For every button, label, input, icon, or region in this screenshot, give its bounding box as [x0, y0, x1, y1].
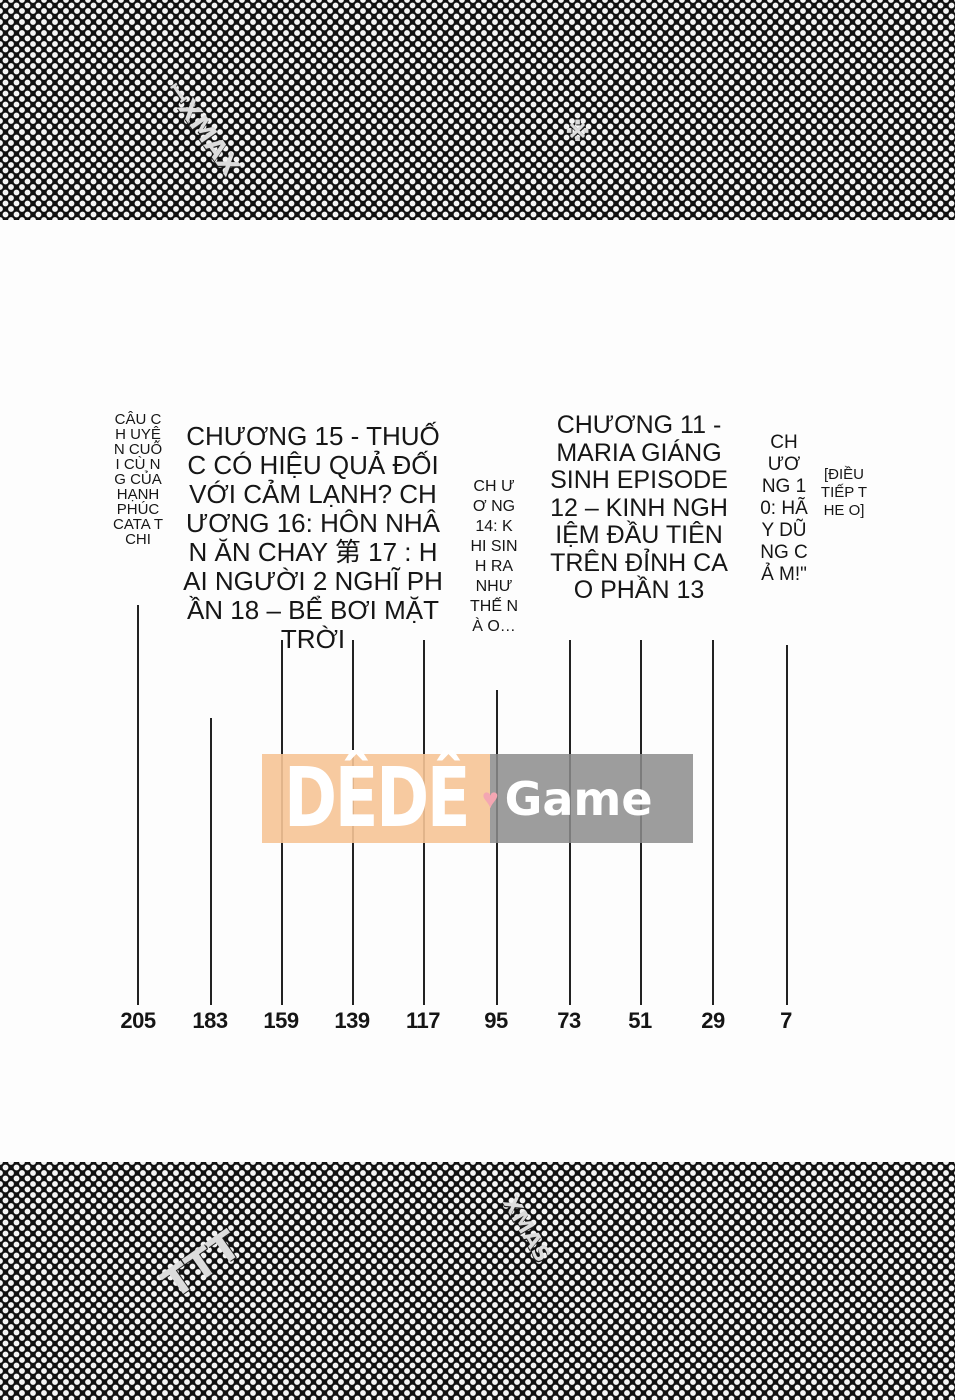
chapter-title-95: CH ƯƠ NG 14: KHI SINH RA NHƯ THẾ NÀ O… — [470, 478, 518, 635]
heart-icon: ♥ — [482, 782, 499, 814]
contents-page — [0, 220, 955, 1162]
header-decoration-1: ꟷXMAX — [158, 76, 246, 182]
dotted-header-band: ꟷXMAX ※ — [0, 0, 955, 220]
page-number-51: 51 — [628, 1008, 652, 1033]
leader-line-29 — [712, 640, 714, 1005]
page-number-159: 159 — [263, 1008, 299, 1033]
footer-decoration-2: XMAS — [497, 1192, 555, 1267]
chapter-title-205: CÂU CH UYỆN CUỐI CÙ NG CỦA HẠNH PHÚC CAT… — [112, 411, 163, 548]
leader-line-7 — [786, 645, 788, 1005]
chapter-title-7: CH ƯƠ NG 10: HÃY DŨ NG CẢ M!" — [760, 432, 808, 585]
leader-line-205 — [137, 605, 139, 1005]
page-number-95: 95 — [484, 1008, 508, 1033]
dotted-footer-band: TTT XMAS — [0, 1162, 955, 1400]
header-decoration-2: ※ — [565, 118, 591, 148]
page-number-73: 73 — [557, 1008, 581, 1033]
page-number-205: 205 — [120, 1008, 156, 1033]
page-number-139: 139 — [334, 1008, 370, 1033]
chapter-title-159: CHƯƠNG 15 - THUỐC CÓ HIỆU QUẢ ĐỐI VỚI CẢ… — [183, 421, 443, 654]
watermark-game-text: Game — [504, 771, 653, 826]
page-number-117: 117 — [406, 1008, 441, 1033]
leader-line-95 — [496, 690, 498, 1005]
watermark-brand-text: DÊDÊ — [283, 751, 471, 846]
footer-decoration-1: TTT — [154, 1222, 250, 1308]
page-number-183: 183 — [192, 1008, 228, 1033]
page-number-29: 29 — [701, 1008, 725, 1033]
watermark-logo-left: DÊDÊ — [262, 751, 490, 846]
leader-line-183 — [210, 718, 212, 1005]
chapter-title-51: CHƯƠNG 11 - MARIA GIÁNG SINH EPISODE 12 … — [550, 411, 728, 604]
watermark-logo-right: ♥ Game — [482, 754, 693, 843]
page-number-7: 7 — [780, 1008, 792, 1033]
continued-label: [ĐIỀU TIẾP THE O] — [820, 466, 868, 519]
